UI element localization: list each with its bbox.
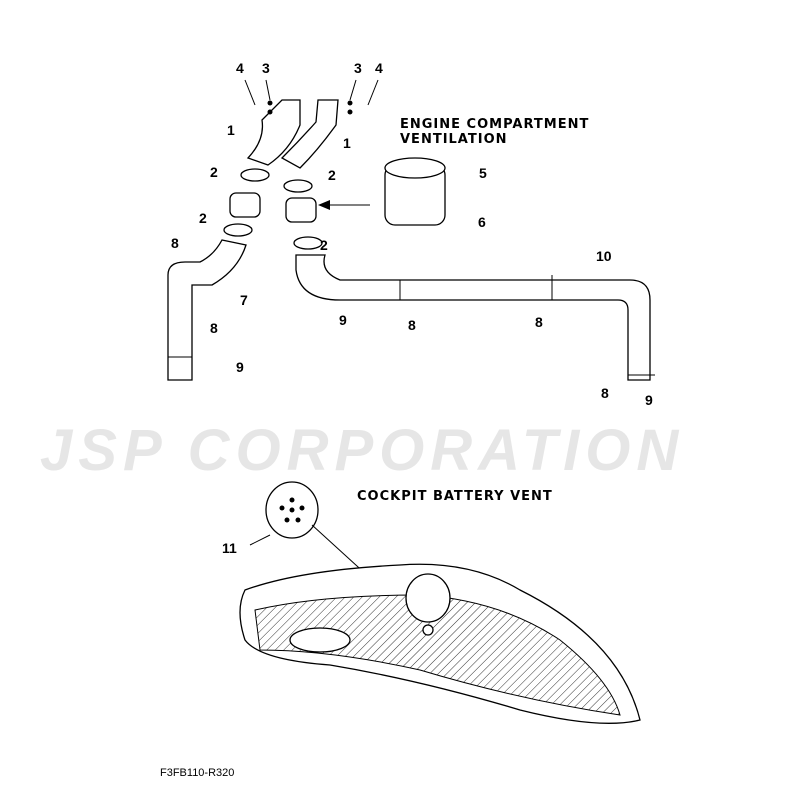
callout-8: 8 (535, 314, 543, 330)
battery-vent-illustration (239, 481, 641, 724)
callout-3: 3 (262, 60, 270, 76)
callout-3: 3 (354, 60, 362, 76)
callout-9: 9 (236, 359, 244, 375)
ring-right-upper (283, 179, 313, 193)
ring-left-upper (240, 168, 270, 182)
callout-10: 10 (596, 248, 612, 264)
ring-left-lower (223, 223, 253, 237)
ventilation-hoses (167, 79, 655, 381)
callout-8: 8 (210, 320, 218, 336)
callouts: 4 3 3 4 1 1 2 2 5 2 6 2 8 7 10 9 8 8 8 9… (171, 60, 653, 556)
callout-8: 8 (408, 317, 416, 333)
ring-right-lower (293, 236, 323, 250)
hose-left (167, 239, 247, 381)
callout-2: 2 (210, 164, 218, 180)
vent-fan (405, 573, 451, 623)
battery-title: COCKPIT BATTERY VENT (357, 489, 553, 504)
callout-2: 2 (320, 237, 328, 253)
watermark: JSP CORPORATION (40, 418, 684, 483)
callout-4: 4 (375, 60, 383, 76)
engine-title-line1: ENGINE COMPARTMENT (400, 117, 589, 132)
callout-9: 9 (645, 392, 653, 408)
fan-left (229, 192, 261, 218)
fan-right (285, 197, 317, 223)
callout-4: 4 (236, 60, 244, 76)
callout-8: 8 (171, 235, 179, 251)
hose-elbow-right (280, 99, 339, 169)
callout-2: 2 (328, 167, 336, 183)
diagram-code: F3FB110-R320 (160, 767, 234, 779)
engine-title-line2: VENTILATION (400, 132, 508, 147)
callout-8: 8 (601, 385, 609, 401)
callout-2: 2 (199, 210, 207, 226)
arrow-icon (318, 200, 330, 210)
callout-9: 9 (339, 312, 347, 328)
callout-6: 6 (478, 214, 486, 230)
hose-right (295, 254, 651, 381)
callout-11: 11 (222, 540, 237, 556)
callout-1: 1 (343, 135, 351, 151)
callout-5: 5 (479, 165, 487, 181)
callout-1: 1 (227, 122, 235, 138)
callout-7: 7 (240, 292, 248, 308)
hose-elbow-left (246, 99, 301, 166)
